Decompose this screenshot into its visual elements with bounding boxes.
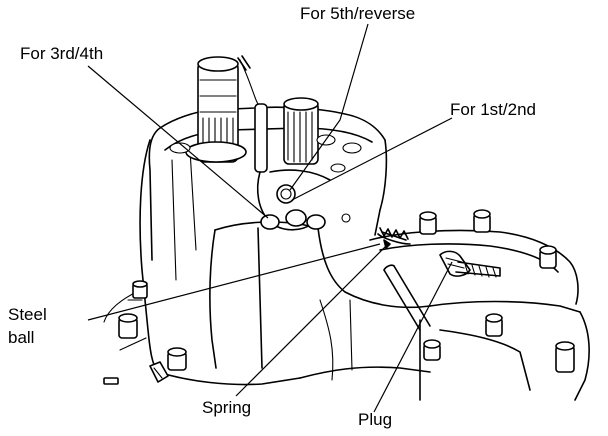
label-spring: Spring bbox=[202, 398, 252, 417]
shift-rod bbox=[383, 264, 431, 331]
shaft-fifth-reverse bbox=[283, 97, 319, 165]
label-plug: Plug bbox=[358, 410, 393, 429]
shaft-third-fourth bbox=[185, 56, 247, 163]
label-steel-ball-line2: ball bbox=[8, 328, 35, 347]
label-steel-ball-line1: Steel bbox=[8, 305, 47, 324]
housing-bolts bbox=[103, 209, 575, 385]
spring-coils bbox=[377, 227, 411, 249]
cover-bosses bbox=[169, 134, 362, 231]
housing-body bbox=[103, 106, 590, 401]
label-third-fourth: For 3rd/4th bbox=[20, 44, 104, 63]
leader-lines bbox=[87, 23, 453, 413]
label-fifth-reverse: For 5th/reverse bbox=[300, 4, 416, 23]
breather-rod bbox=[237, 55, 268, 173]
label-first-second: For 1st/2nd bbox=[450, 100, 536, 119]
detent-bores bbox=[260, 184, 351, 230]
plug-bolt bbox=[439, 250, 501, 278]
